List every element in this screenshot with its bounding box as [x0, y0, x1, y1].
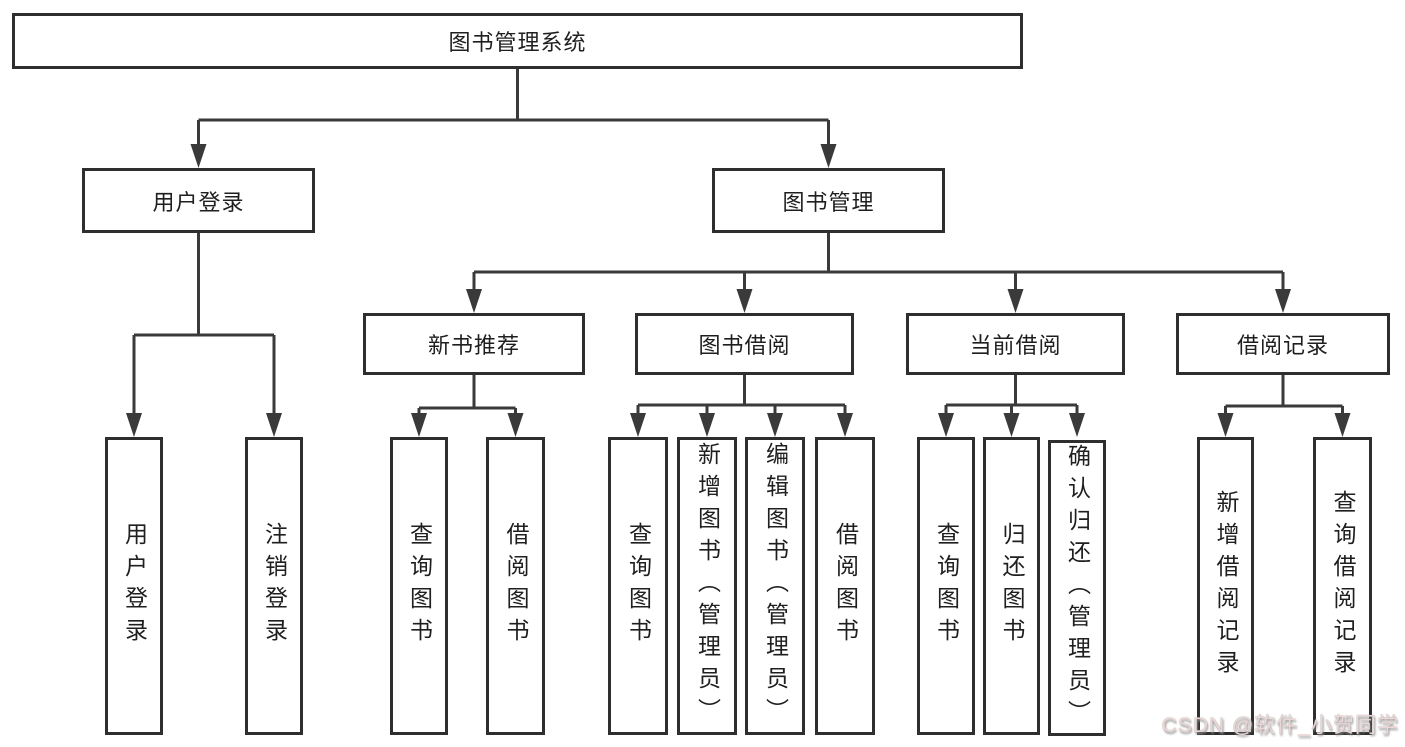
node-label: 注销登录 — [261, 522, 288, 650]
node-label: 查询图书 — [933, 522, 960, 650]
node-book-management: 图书管理 — [712, 168, 945, 233]
leaf-edit-book-admin: 编辑图书（管理员） — [745, 437, 805, 735]
leaf-confirm-return-admin: 确认归还（管理员） — [1048, 440, 1106, 736]
leaf-logout: 注销登录 — [245, 437, 303, 735]
node-current-borrow: 当前借阅 — [906, 313, 1125, 375]
node-borrow-records: 借阅记录 — [1176, 313, 1390, 375]
leaf-return-book: 归还图书 — [983, 437, 1040, 735]
leaf-query-books-3: 查询图书 — [917, 437, 975, 735]
leaf-query-books-2: 查询图书 — [608, 437, 668, 735]
leaf-query-books-1: 查询图书 — [390, 437, 448, 735]
node-label: 借阅记录 — [1236, 333, 1329, 358]
leaf-user-login: 用户登录 — [105, 437, 163, 735]
node-label: 新书推荐 — [427, 333, 520, 358]
node-label: 确认归还（管理员） — [1064, 444, 1091, 732]
leaf-borrow-books-2: 借阅图书 — [815, 437, 875, 735]
leaf-borrow-books-1: 借阅图书 — [486, 437, 545, 735]
leaf-query-borrow-record: 查询借阅记录 — [1313, 437, 1372, 735]
node-book-borrow: 图书借阅 — [635, 313, 854, 375]
node-label: 查询借阅记录 — [1330, 490, 1356, 682]
node-label: 图书管理 — [782, 189, 875, 215]
node-label: 当前借阅 — [969, 333, 1062, 358]
leaf-add-borrow-record: 新增借阅记录 — [1197, 437, 1254, 735]
node-label: 借阅图书 — [832, 522, 859, 650]
node-label: 编辑图书（管理员） — [762, 442, 789, 730]
leaf-add-book-admin: 新增图书（管理员） — [677, 437, 737, 735]
node-label: 查询图书 — [625, 522, 652, 650]
node-label: 借阅图书 — [503, 522, 529, 650]
node-new-book-recommend: 新书推荐 — [363, 313, 585, 375]
node-label: 用户登录 — [152, 189, 245, 215]
node-root-library-system: 图书管理系统 — [12, 13, 1023, 69]
node-label: 图书借阅 — [698, 333, 791, 358]
node-label: 图书管理系统 — [448, 30, 587, 55]
node-label: 用户登录 — [121, 522, 148, 650]
node-label: 查询图书 — [406, 522, 433, 650]
node-label: 新增图书（管理员） — [694, 442, 721, 730]
arrowheads — [126, 144, 1351, 437]
node-label: 新增借阅记录 — [1213, 490, 1239, 682]
node-label: 归还图书 — [999, 522, 1025, 650]
node-user-login: 用户登录 — [82, 168, 315, 233]
